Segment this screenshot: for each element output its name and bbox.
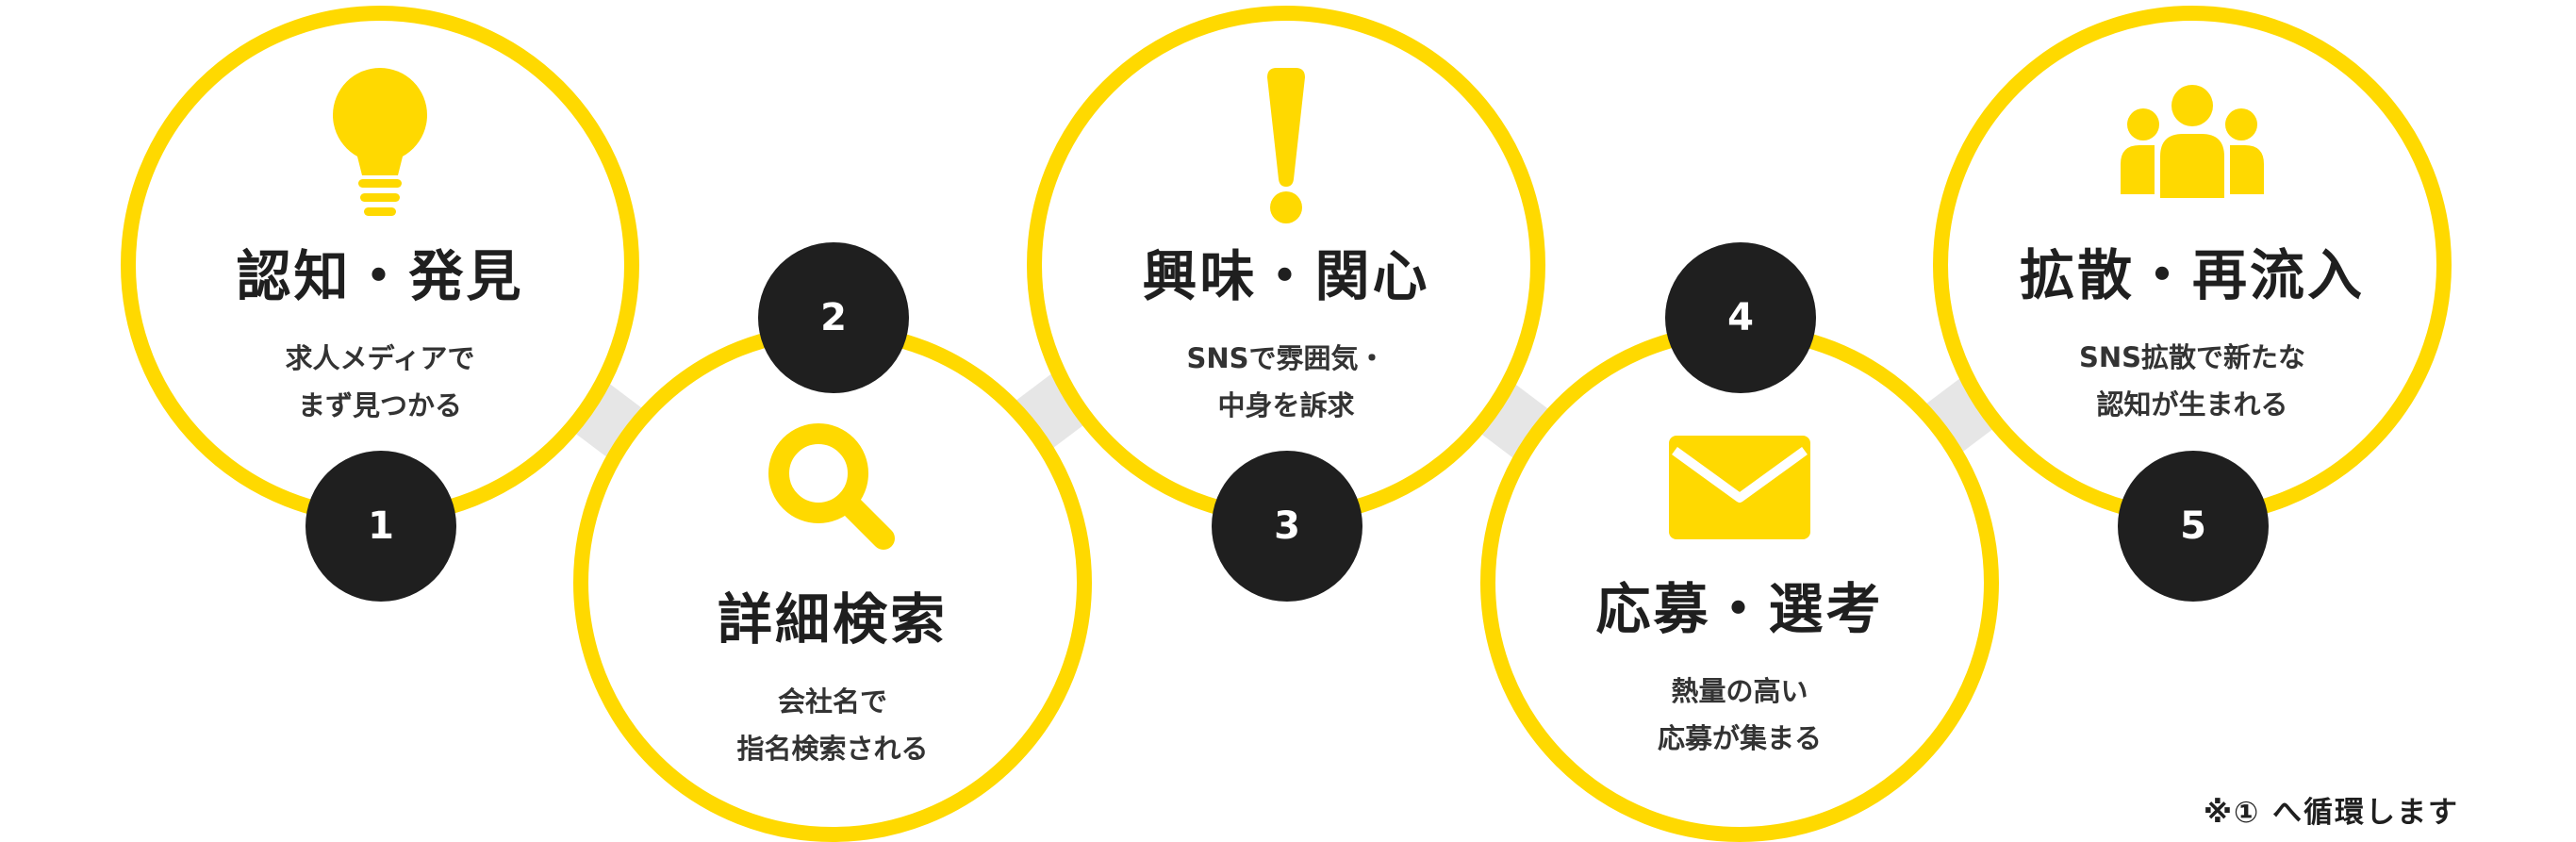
step-5-desc-line-1: SNS拡散で新たな [2078,340,2306,373]
step-3-description: SNSで雰囲気・ 中身を訴求 [1022,335,1550,429]
step-4-content: 応募・選考 熱量の高い 応募が集まる [1476,436,2004,762]
step-4-desc-line-2: 応募が集まる [1657,721,1822,754]
step-1-content: 認知・発見 求人メディアで まず見つかる [116,68,644,429]
mail-icon [1669,436,1810,539]
step-3-desc-line-1: SNSで雰囲気・ [1186,341,1386,374]
step-2-content: 詳細検索 会社名で 指名検索される [569,421,1097,772]
step-2-description: 会社名で 指名検索される [569,678,1097,772]
step-3-title: 興味・関心 [1142,244,1430,308]
step-5-desc-line-2: 認知が生まれる [2096,388,2288,421]
search-icon [768,423,895,550]
step-2-badge: 2 [758,242,909,393]
step-5-content: 拡散・再流入 SNS拡散で新たな 認知が生まれる [1928,85,2456,428]
step-5-badge: 5 [2118,451,2269,602]
step-5-description: SNS拡散で新たな 認知が生まれる [1928,334,2456,428]
step-3-desc-line-2: 中身を訴求 [1217,388,1355,421]
step-4-badge: 4 [1665,242,1816,393]
step-2-desc-line-2: 指名検索される [736,732,929,765]
step-1-desc-line-2: まず見つかる [297,388,462,421]
step-2-desc-line-1: 会社名で [777,685,887,718]
step-1-desc-line-1: 求人メディアで [285,341,475,374]
step-4-description: 熱量の高い 応募が集まる [1476,668,2004,762]
lightbulb-icon [333,68,427,216]
cycle-footnote: ※① へ循環します [2203,796,2459,830]
step-4-desc-line-1: 熱量の高い [1671,674,1808,707]
exclamation-icon [1267,68,1305,223]
people-icon [2121,85,2264,198]
step-3-content: 興味・関心 SNSで雰囲気・ 中身を訴求 [1022,68,1550,429]
step-5-title: 拡散・再流入 [2019,243,2365,307]
step-2-title: 詳細検索 [717,587,948,652]
step-4-title: 応募・選考 [1595,577,1884,641]
step-1-description: 求人メディアで まず見つかる [116,335,644,429]
step-1-badge: 1 [305,451,456,602]
step-1-title: 認知・発見 [236,244,524,308]
step-3-badge: 3 [1212,451,1362,602]
